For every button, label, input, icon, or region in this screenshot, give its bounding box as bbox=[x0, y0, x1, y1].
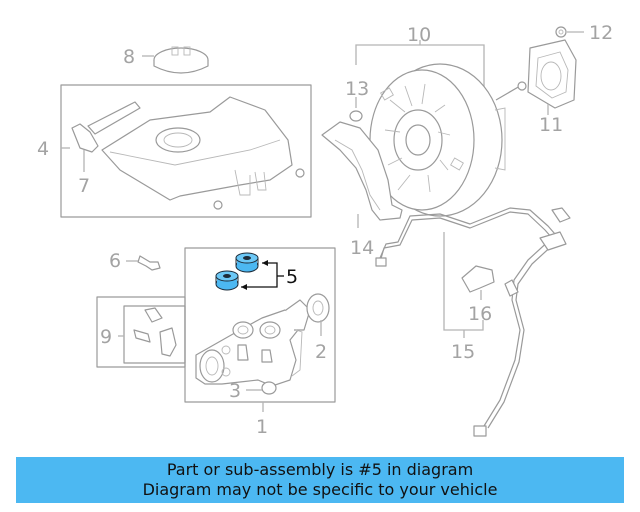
callout-1: 1 bbox=[256, 416, 268, 438]
callout-5: 5 bbox=[286, 266, 298, 288]
booster-gasket bbox=[527, 39, 577, 109]
callout-9: 9 bbox=[100, 326, 112, 348]
washer-13 bbox=[349, 110, 363, 122]
reservoir-group bbox=[60, 46, 312, 218]
grommet-highlight[interactable] bbox=[215, 252, 284, 291]
callout-14: 14 bbox=[350, 237, 374, 259]
info-banner: Part or sub-assembly is #5 in diagram Di… bbox=[16, 457, 624, 503]
callout-15: 15 bbox=[451, 341, 475, 363]
brake-lines bbox=[375, 207, 571, 437]
callout-12: 12 bbox=[589, 22, 613, 44]
master-cylinder bbox=[195, 299, 311, 387]
o-ring-2 bbox=[306, 293, 330, 323]
callout-3: 3 bbox=[229, 380, 241, 402]
booster-group bbox=[321, 26, 584, 228]
nut-12 bbox=[555, 26, 567, 38]
sensor-9 bbox=[133, 307, 177, 357]
grommet-lower[interactable] bbox=[215, 270, 239, 291]
callout-16: 16 bbox=[468, 303, 492, 325]
callout-8: 8 bbox=[123, 46, 135, 68]
callout-10: 10 bbox=[407, 24, 431, 46]
reservoir-box bbox=[60, 84, 312, 218]
reservoir-body bbox=[101, 96, 305, 210]
reservoir-bracket bbox=[71, 101, 141, 153]
parts-diagram: 1 2 3 4 5 6 7 8 9 10 11 12 13 14 15 16 bbox=[37, 22, 613, 438]
plug-3 bbox=[261, 381, 277, 395]
grommet-upper[interactable] bbox=[235, 252, 259, 273]
callout-6: 6 bbox=[109, 250, 121, 272]
master-cylinder-group bbox=[96, 247, 336, 412]
callout-labels: 1 2 3 4 5 6 7 8 9 10 11 12 13 14 15 16 bbox=[37, 22, 613, 438]
leader-5 bbox=[241, 262, 278, 288]
brake-booster bbox=[369, 63, 506, 217]
reservoir-cap bbox=[153, 46, 209, 74]
callout-11: 11 bbox=[539, 114, 563, 136]
clip-16 bbox=[461, 265, 495, 293]
callout-7: 7 bbox=[78, 175, 90, 197]
heat-shield bbox=[321, 121, 403, 221]
banner-line-1: Part or sub-assembly is #5 in diagram bbox=[166, 460, 474, 479]
callout-2: 2 bbox=[315, 341, 327, 363]
callout-13: 13 bbox=[345, 78, 369, 100]
bolt-6 bbox=[137, 255, 161, 271]
callout-4: 4 bbox=[37, 138, 49, 160]
banner-line-2: Diagram may not be specific to your vehi… bbox=[142, 480, 498, 499]
